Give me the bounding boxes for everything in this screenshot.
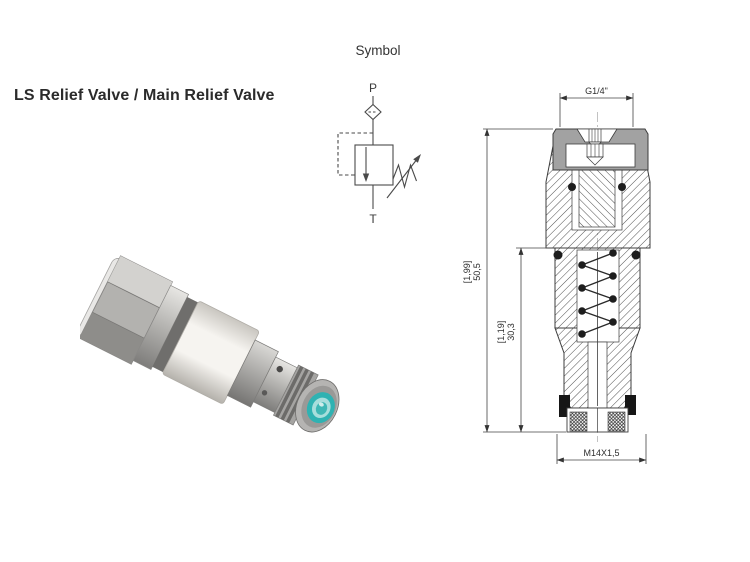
oring-groove-dark <box>152 297 198 373</box>
dim-overall-mm-label: 50,5 <box>472 263 482 281</box>
o-ring <box>568 183 576 191</box>
port-p-label: P <box>369 81 377 95</box>
tip-face <box>295 379 340 433</box>
o-ring <box>553 250 563 260</box>
adjust-screw-section <box>568 169 626 231</box>
cross-port-hole-2 <box>261 390 268 396</box>
adjustment-arrow-icon <box>413 154 421 163</box>
cap-section <box>552 128 649 171</box>
product-3d-view <box>80 255 340 433</box>
o-ring <box>618 183 626 191</box>
dim-body-mm-label: 30,3 <box>506 323 516 341</box>
pilot-line-dashed <box>337 132 373 176</box>
tip-section <box>566 407 629 433</box>
o-ring <box>631 250 641 260</box>
flow-arrow-icon <box>362 173 370 182</box>
dim-body-inch-label: [1,19] <box>496 321 506 344</box>
symbol-heading: Symbol <box>355 43 401 58</box>
relief-valve-box <box>354 144 394 186</box>
dim-mount-thread-label: M14X1,5 <box>583 448 619 458</box>
seal-right <box>625 395 636 415</box>
dim-overall-inch-label: [1,99] <box>462 261 472 284</box>
dim-mount-thread: M14X1,5 <box>556 434 647 464</box>
dim-port-thread-label: G1/4" <box>585 86 608 96</box>
adjustment-arrow-line <box>386 160 417 199</box>
spring-coils <box>578 249 617 338</box>
relief-valve-symbol: P T <box>337 81 421 226</box>
page-title: LS Relief Valve / Main Relief Valve <box>14 87 275 104</box>
dim-port-thread: G1/4" <box>559 86 634 127</box>
port-t-label: T <box>369 212 377 226</box>
cross-port-hole <box>276 365 283 373</box>
seal-left <box>559 395 570 417</box>
dim-body-length: [1,19] 30,3 <box>496 247 553 433</box>
dim-overall-length: [1,99] 50,5 <box>462 128 566 433</box>
spring-icon <box>392 163 418 190</box>
sectional-drawing: G1/4" [1,99] 50,5 [1,19] 30,3 M14X1,5 <box>462 86 651 464</box>
